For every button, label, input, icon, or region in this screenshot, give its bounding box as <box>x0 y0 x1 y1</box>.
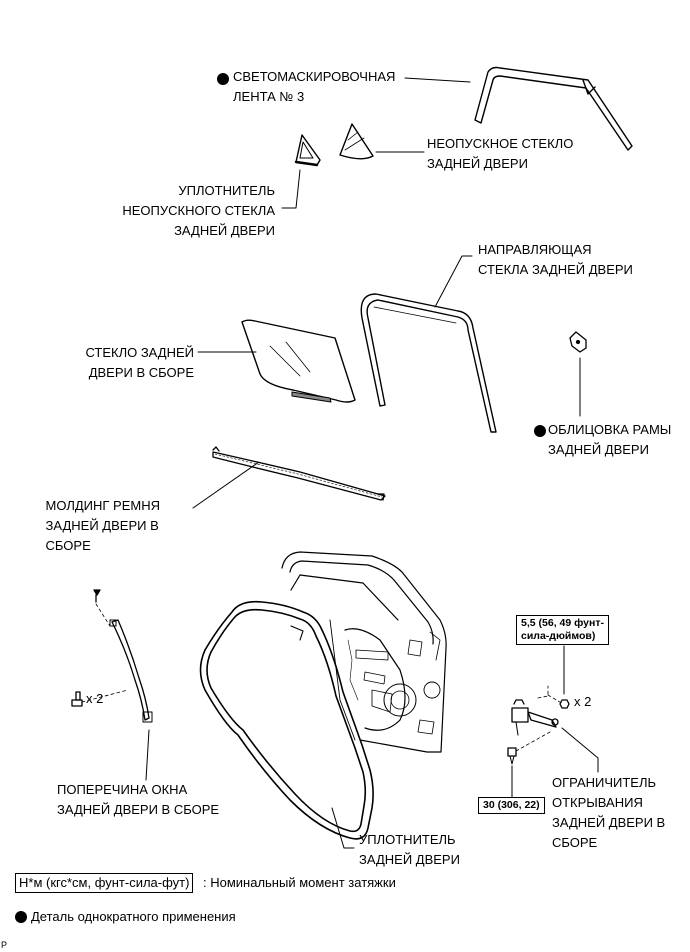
door-seal-leader <box>331 807 355 849</box>
door-check-part <box>507 685 570 765</box>
fixed-glass-seal-part <box>294 134 321 167</box>
legend-non-reusable-marker <box>15 911 27 923</box>
division-bar-part <box>71 589 153 723</box>
glass-run-part <box>360 293 497 433</box>
division-bar-leader <box>145 729 150 781</box>
nut-torque-box: 5,5 (56, 49 фунт-сила-дюймов) <box>516 615 609 645</box>
torque-unit-box: Н*м (кгс*см, фунт-сила-фут) <box>15 873 194 893</box>
door-glass-part <box>241 319 356 403</box>
door-check-leader <box>561 727 599 773</box>
torque-description: : Номинальный момент затяжки <box>203 875 396 890</box>
check-nut-quantity: x 2 <box>574 694 592 709</box>
frame-garnish-part <box>569 331 587 353</box>
corner-code: P <box>1 940 8 950</box>
door-seal-part <box>199 600 374 840</box>
fixed-glass-part <box>339 123 374 160</box>
non-reusable-marker <box>217 73 229 85</box>
glass-run-leader <box>434 255 473 308</box>
belt-moulding-leader <box>192 461 260 509</box>
blackout-tape-part <box>474 66 633 151</box>
door-panel-part <box>281 551 447 753</box>
non-reusable-marker <box>534 425 546 437</box>
division-bar-bolt-quantity: x 2 <box>86 691 104 706</box>
non-reusable-description: Деталь однократного применения <box>31 909 236 924</box>
bolt-torque-box: 30 (306, 22) <box>478 797 545 814</box>
belt-moulding-part <box>212 446 386 501</box>
tape-leader <box>404 77 471 83</box>
fixed-glass-seal-leader <box>281 169 301 209</box>
